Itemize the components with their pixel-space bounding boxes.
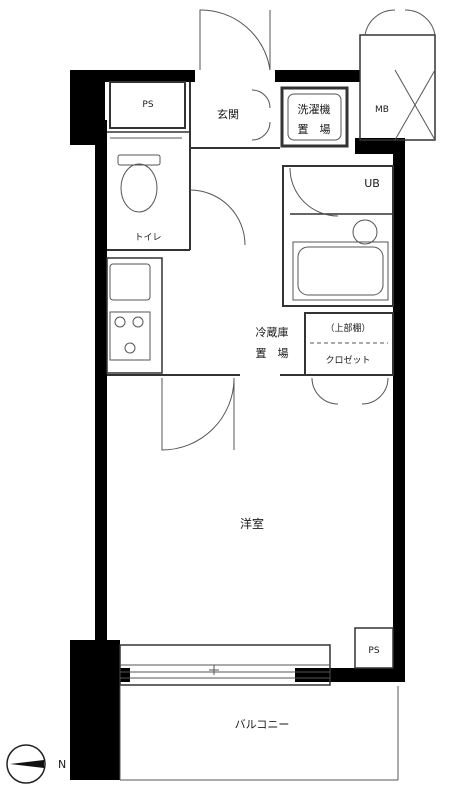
compass-north-label: N bbox=[58, 758, 66, 771]
ub-label: UB bbox=[364, 177, 380, 190]
closet-label: クロゼット bbox=[325, 354, 370, 366]
toilet-label: トイレ bbox=[134, 233, 161, 243]
doors bbox=[161, 9, 436, 451]
compass-icon: N bbox=[6, 744, 66, 784]
laundry-label-line2: 置 場 bbox=[298, 123, 331, 136]
ps-bottom-label: PS bbox=[368, 646, 379, 656]
entrance-label: 玄関 bbox=[217, 107, 239, 121]
exterior-walls bbox=[70, 70, 405, 780]
ps-top-label: PS bbox=[142, 100, 153, 110]
balcony-label: バルコニー bbox=[235, 718, 290, 731]
mb-label: MB bbox=[375, 105, 389, 115]
toilet-fixture bbox=[117, 154, 161, 213]
laundry-label-line1: 洗濯機 bbox=[298, 102, 331, 116]
fridge-label-line1: 冷蔵庫 bbox=[256, 325, 289, 339]
fridge-label-line2: 置 場 bbox=[256, 347, 289, 360]
upper-shelf-label: （上部棚） bbox=[325, 322, 370, 334]
interior-walls bbox=[106, 34, 436, 781]
western-room-label: 洋室 bbox=[240, 516, 264, 531]
